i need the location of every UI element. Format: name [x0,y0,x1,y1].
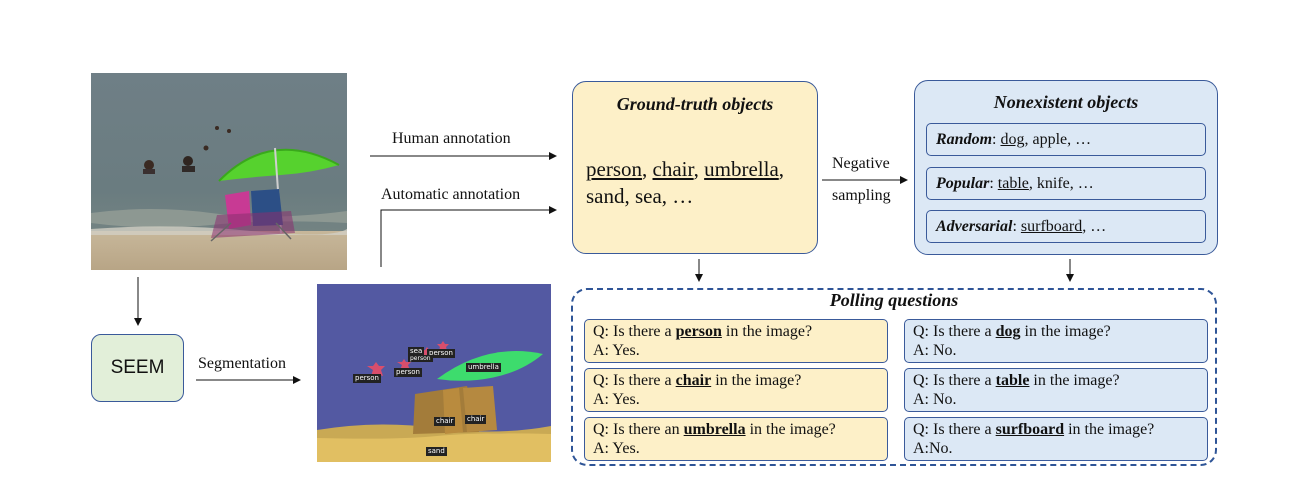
nonexistent-objects-box: Nonexistent objects Random: dog, apple, … [914,80,1218,255]
nonexistent-title: Nonexistent objects [993,92,1139,112]
question-card: Q: Is there an umbrella in the image? A:… [584,417,888,461]
answer-text: A: No. [913,342,957,359]
negative-label: Negative [832,155,890,172]
polling-title: Polling questions [829,290,959,310]
seg-label-person: person [353,374,381,383]
question-card: Q: Is there a dog in the image? A: No. [904,319,1208,363]
segmentation-image: sea person person person person umbrella… [317,284,551,462]
answer-text: A: Yes. [593,440,640,457]
question-card: Q: Is there a chair in the image? A: Yes… [584,368,888,412]
question-card: Q: Is there a table in the image? A: No. [904,368,1208,412]
answer-text: A: Yes. [593,342,640,359]
segmentation-label: Segmentation [198,355,286,372]
sampling-strategy-random: Random: dog, apple, … [926,123,1206,156]
question-card: Q: Is there a person in the image? A: Ye… [584,319,888,363]
answer-text: A: No. [913,391,957,408]
gt-object: chair [652,157,694,181]
gt-object: umbrella [704,157,779,181]
seg-label-person: person [427,349,455,358]
seg-label-sea: sea [408,347,425,356]
seg-label-umbrella: umbrella [466,363,501,372]
sampling-strategy-adversarial: Adversarial: surfboard, … [926,210,1206,243]
sampling-strategy-popular: Popular: table, knife, … [926,167,1206,200]
seg-label-person: person [408,355,433,362]
polling-questions-panel: Polling questions Q: Is there a person i… [571,288,1217,466]
answer-text: A:No. [913,440,953,457]
seg-label-chair: chair [465,415,487,424]
automatic-annotation-label: Automatic annotation [381,186,521,203]
seem-label: SEEM [110,357,165,378]
ground-truth-title: Ground-truth objects [616,94,774,114]
seg-label-person: person [394,368,422,377]
seg-label-chair: chair [434,417,456,426]
ground-truth-objects-box: Ground-truth objects person, chair, umbr… [572,81,818,254]
seem-model-box: SEEM [91,334,184,402]
sampling-label: sampling [832,187,891,204]
question-card: Q: Is there a surfboard in the image? A:… [904,417,1208,461]
gt-object-line2: sand, sea, … [586,184,694,208]
ground-truth-object-list: person, chair, umbrella, sand, sea, … [586,157,785,208]
human-annotation-label: Human annotation [392,130,511,147]
gt-object: person [586,157,642,181]
source-photo [91,73,347,270]
seg-label-sand: sand [426,447,447,456]
answer-text: A: Yes. [593,391,640,408]
